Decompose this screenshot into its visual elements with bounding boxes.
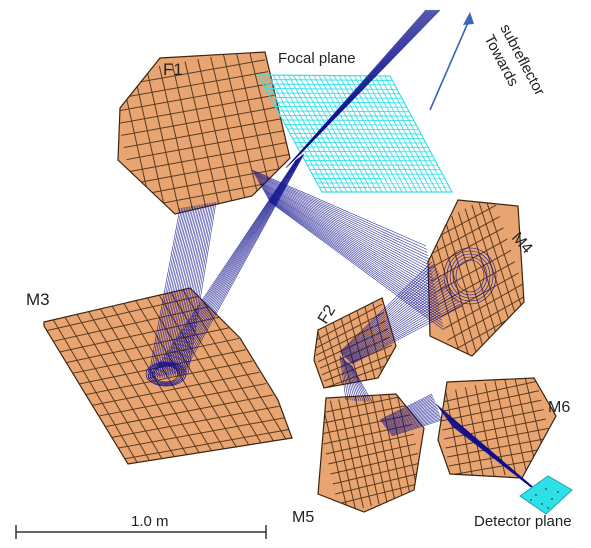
label-towards-subreflector: Towards subreflector	[480, 21, 549, 107]
mirror-m3	[44, 285, 293, 468]
label-detector-plane: Detector plane	[474, 513, 572, 530]
mirror-m4	[421, 198, 530, 360]
scale-bar: 1.0 m	[16, 513, 266, 539]
scale-bar-label: 1.0 m	[131, 513, 169, 530]
label-m3: M3	[26, 290, 50, 309]
label-m6: M6	[548, 399, 570, 416]
label-m5: M5	[292, 509, 314, 526]
label-f1: F1	[163, 60, 183, 79]
subreflector-arrow	[430, 12, 474, 110]
label-focal-plane: Focal plane	[278, 50, 356, 67]
detector-plane-patch	[520, 476, 572, 514]
detector-plane-square	[520, 476, 572, 514]
